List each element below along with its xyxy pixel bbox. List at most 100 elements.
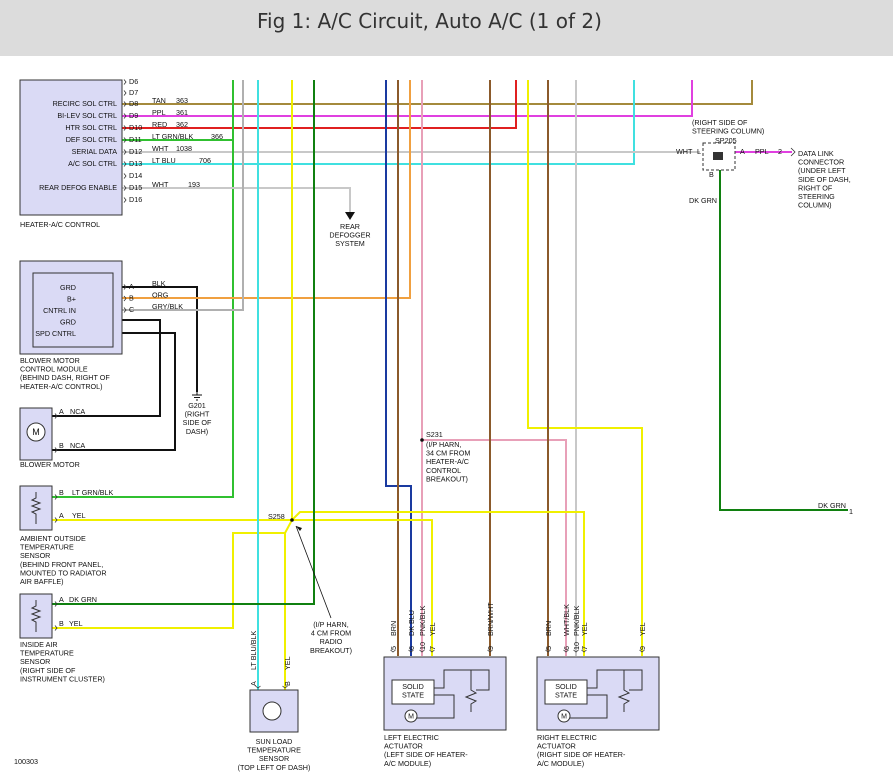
pin-label: 6 (562, 646, 571, 650)
connector-chevron (573, 649, 579, 653)
pin-label: D11 (129, 135, 142, 144)
pin-label: A (249, 681, 258, 686)
wire-label: PNK/BLK (418, 605, 427, 636)
circuit-label: 1038 (176, 144, 192, 153)
connector-chevron (255, 685, 261, 689)
component-label: INSTRUMENT CLUSTER) (20, 674, 105, 683)
component-label: TEMPERATURE (20, 649, 74, 658)
pin-name: GRD (60, 283, 76, 292)
pin-label: B (709, 170, 714, 179)
circuit-label: 706 (199, 156, 211, 165)
component-label: HEATER-A/C CONTROL) (20, 382, 103, 391)
wire-label: PPL (755, 147, 769, 156)
pin-label: D6 (129, 77, 138, 86)
wire-dk-grn-right (719, 170, 848, 511)
wire-D8 (122, 80, 753, 105)
pin-label: A (59, 511, 64, 520)
pin-label: 7 (428, 646, 437, 650)
wire-label: DK BLU (407, 610, 416, 636)
dlc-label: CONNECTOR (798, 158, 844, 167)
pin-label: A (740, 147, 745, 156)
component-label: TEMPERATURE (247, 746, 301, 755)
connector-chevron (282, 685, 288, 689)
pin-name: A/C SOL CTRL (68, 159, 117, 168)
wire-label: LT BLU/BLK (249, 631, 258, 670)
connector-chevron (123, 173, 127, 179)
pin-name: SPD CNTRL (35, 329, 76, 338)
pin-label: B (59, 441, 64, 450)
pin-name: BI-LEV SOL CTRL (57, 111, 117, 120)
connector-chevron (487, 649, 493, 653)
splice-note: (I/P HARN, (313, 620, 348, 629)
leader-line (295, 525, 332, 619)
wire-yel-sun (284, 519, 293, 690)
component-label: BLOWER MOTOR (20, 356, 80, 365)
pin-label: 10 (418, 642, 427, 650)
component-label: SUN LOAD (256, 737, 293, 746)
splice-note: 4 CM FROM (311, 629, 351, 638)
pin-label: D10 (129, 123, 142, 132)
wire-label: YEL (283, 656, 292, 670)
right-actuator-trace (587, 669, 643, 691)
pin-label: C (129, 305, 134, 314)
connector-chevron (390, 649, 396, 653)
component-label: CONTROL MODULE (20, 365, 88, 374)
ground-label: SIDE OF (183, 418, 212, 427)
connector-chevron (123, 149, 127, 155)
splice-note: (I/P HARN, (426, 440, 461, 449)
pin-label: 9 (486, 646, 495, 650)
dlc-label: COLUMN) (798, 201, 832, 210)
splice-label: S231 (426, 430, 443, 439)
circuit-label: 362 (176, 120, 188, 129)
solid-state-label: SOLID (555, 682, 577, 691)
wire-label: DK GRN (69, 595, 97, 604)
wire-label: NCA (70, 407, 85, 416)
splice-label: SP205 (715, 136, 737, 145)
wire-label: YEL (69, 619, 83, 628)
solid-state-label: SOLID (402, 682, 424, 691)
pin-label: D13 (129, 159, 142, 168)
pin-name: SERIAL DATA (72, 147, 118, 156)
heater-ac-control (19, 79, 123, 216)
connector-chevron (123, 113, 127, 119)
wire-label: LT GRN/BLK (152, 132, 193, 141)
wire-label: YEL (428, 622, 437, 636)
blower-motor-control-module (19, 260, 123, 355)
wire-label: GRY/BLK (152, 302, 183, 311)
pin-label: 6 (407, 646, 416, 650)
connector-chevron (123, 79, 127, 85)
wire-lt-grn-blk-ambient (40, 80, 234, 498)
pin-label: B (129, 294, 134, 303)
pin-label: 1 (849, 507, 853, 516)
pin-label: 5 (544, 646, 553, 650)
arrow-icon (345, 212, 355, 220)
pin-name: CNTRL IN (43, 306, 76, 315)
wire-label: BRN (389, 621, 398, 636)
connector-chevron (545, 649, 551, 653)
pin-label: D14 (129, 171, 142, 180)
pin-name: HTR SOL CTRL (65, 123, 117, 132)
pin-label: D8 (129, 99, 138, 108)
right-solid-state-box (544, 679, 588, 705)
motor-symbol: M (32, 427, 40, 437)
component-label: SENSOR (20, 551, 50, 560)
wire-label: DK GRN (689, 196, 717, 205)
figure-id: 100303 (14, 757, 38, 766)
pin-label: A (129, 282, 134, 291)
sun-sensor-icon (262, 701, 282, 721)
sp205-splice-icon (713, 152, 723, 160)
connector-chevron (123, 101, 127, 107)
splice-label: S258 (268, 512, 285, 521)
left-solid-state-box (391, 679, 435, 705)
connector-chevron (581, 649, 587, 653)
left-actuator-trace (417, 694, 455, 719)
component-label: SENSOR (259, 754, 289, 763)
wire-label: PPL (152, 108, 166, 117)
connector-chevron (54, 517, 58, 523)
connector-chevron (123, 125, 127, 131)
component-label: BLOWER MOTOR (20, 460, 80, 469)
wire-blower-org (122, 80, 411, 299)
component-label: (RIGHT SIDE OF HEATER- (537, 750, 626, 759)
blower-inner-box (32, 272, 114, 348)
